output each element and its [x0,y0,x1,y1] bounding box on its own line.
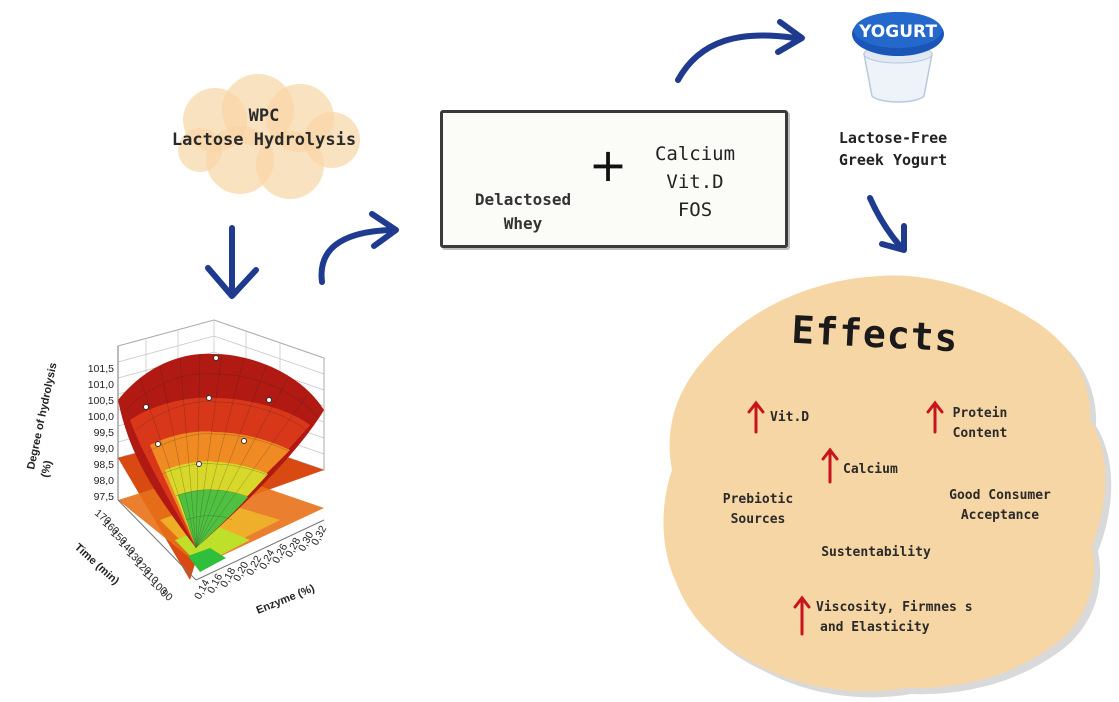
surface-plot: 101,5 101,0 100,5 100,0 99,5 99,0 98,5 9… [25,319,329,617]
plus-sign: + [588,138,628,192]
wpc-label: WPC Lactose Hydrolysis [146,104,382,152]
enzyme-axis-title: Enzyme (%) [255,582,317,616]
z-tick: 100,0 [88,411,114,423]
plot-point [206,395,212,401]
effect-protein-line2: Content [952,426,1008,441]
effect-sustainability: Sustentability [821,545,931,560]
additive-vitd: Vit.D [666,171,724,193]
effect-protein: Protein Content [940,404,1020,444]
z-tick: 101,5 [88,363,114,375]
wpc-bubbles [178,74,360,199]
process-box [440,110,788,248]
arrow-plot-to-box [318,227,393,285]
yogurt-label: Lactose-Free Greek Yogurt [808,127,978,171]
up-arrow-viscosity [793,595,811,636]
plot-point [196,461,202,467]
yogurt-label-line1: Lactose-Free [838,129,948,147]
plot-point [213,355,219,361]
z-tick: 98,5 [94,459,115,471]
effect-protein-line1: Protein [952,406,1008,421]
effect-vitd: Vit.D [770,410,810,425]
yogurt-label-line2: Greek Yogurt [838,151,948,169]
whey-label: Delactosed Whey [458,188,588,236]
enzyme-tick: 0,32 [309,524,329,548]
whey-label-line2: Whey [503,214,543,233]
effect-calcium: Calcium [843,462,898,477]
wpc-subtitle: Lactose Hydrolysis [171,130,357,150]
up-arrow-vitd [747,400,765,434]
effect-viscosity-line1: Viscosity, Firmnes s [816,600,973,615]
up-arrow-calcium [821,447,839,484]
wpc-title: WPC [248,106,280,126]
additive-fos: FOS [677,199,713,221]
effect-viscosity: Viscosity, Firmnes s and Elasticity [816,598,996,638]
yogurt-cup-icon: YOGURT [852,12,944,103]
z-axis-unit: (%) [39,459,54,479]
whey-label-line1: Delactosed [474,190,572,209]
plot-point [155,441,161,447]
z-tick-labels: 101,5 101,0 100,5 100,0 99,5 99,0 98,5 9… [88,363,114,503]
effect-prebiotic: Prebiotic Sources [708,490,808,530]
plot-point [143,404,149,410]
effect-consumer: Good Consumer Acceptance [930,486,1070,526]
up-arrow-protein [926,400,944,434]
effect-consumer-line1: Good Consumer [949,488,1051,503]
effect-prebiotic-line2: Sources [730,512,786,527]
effect-consumer-line2: Acceptance [960,508,1040,523]
effect-viscosity-line2: and Elasticity [820,620,930,635]
z-tick: 101,0 [88,379,114,391]
arrow-yogurt-to-effects [867,195,903,249]
effects-blob-fill [663,275,1106,692]
z-tick: 99,0 [94,443,115,455]
z-tick: 98,0 [94,475,115,487]
additives-list: Calcium Vit.D FOS [630,140,760,224]
effect-prebiotic-line1: Prebiotic [722,492,794,507]
z-axis-title: Degree of hydrolysis [25,362,59,471]
z-tick: 97,5 [94,491,115,503]
z-tick: 99,5 [94,427,115,439]
plot-point [241,438,247,444]
z-tick: 100,5 [88,395,114,407]
yogurt-brand-text: YOGURT [858,22,937,42]
time-axis-title: Time (min) [72,541,121,587]
additive-calcium: Calcium [654,143,736,165]
arrow-box-to-yogurt [675,32,798,83]
plot-point [266,397,272,403]
